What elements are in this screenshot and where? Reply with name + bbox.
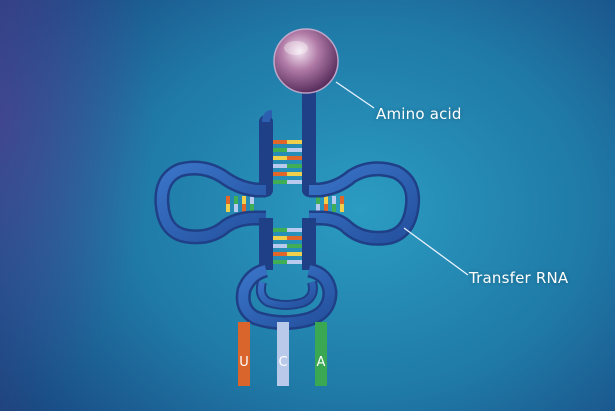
base-pair-rung <box>271 164 287 168</box>
transfer-rna-label: Transfer RNA <box>469 269 569 287</box>
amino-acid-sphere <box>273 28 339 94</box>
base-pair-rung <box>287 172 304 176</box>
base-pair-rung <box>287 252 304 256</box>
base-pair-rung <box>250 196 254 204</box>
base-pair-rung <box>316 196 320 204</box>
anticodon-letter: C <box>278 355 287 370</box>
anticodon-bar <box>277 322 289 386</box>
anticodon-base-a: A <box>315 322 327 386</box>
base-pair-rung <box>271 236 287 240</box>
base-pair-rung <box>340 196 344 204</box>
base-pair-rung <box>242 204 246 212</box>
base-pair-rung <box>271 148 287 152</box>
base-pair-rung <box>287 228 304 232</box>
amino-acid-pointer-line <box>335 81 375 109</box>
base-pair-rung <box>234 196 238 204</box>
anticodon-bar <box>238 322 250 386</box>
base-pair-rung <box>226 204 230 212</box>
base-pair-rung <box>287 164 304 168</box>
base-pair-rung <box>271 228 287 232</box>
base-pair-rung <box>271 252 287 256</box>
base-pair-rung <box>324 204 328 212</box>
base-pair-rung <box>340 204 344 212</box>
amino-acid-label: Amino acid <box>376 105 462 123</box>
base-pair-rung <box>271 260 287 264</box>
anticodon-letter: A <box>317 355 326 370</box>
base-pair-rung <box>287 180 304 184</box>
base-pair-rung <box>242 196 246 204</box>
base-pair-rung <box>250 204 254 212</box>
base-pair-rung <box>271 140 287 144</box>
transfer-rna-pointer-line <box>403 227 469 276</box>
base-pair-rung <box>287 156 304 160</box>
anticodon-letter: U <box>239 355 249 370</box>
anticodon-base-u: U <box>238 322 250 386</box>
base-pair-rung <box>271 180 287 184</box>
anticodon-bar <box>315 322 327 386</box>
base-pair-rung <box>234 204 238 212</box>
anticodon-base-c: C <box>277 322 289 386</box>
base-pair-rung <box>324 196 328 204</box>
base-pair-rungs <box>226 140 344 264</box>
base-pair-rung <box>226 196 230 204</box>
base-pair-rung <box>332 196 336 204</box>
base-pair-rung <box>287 140 304 144</box>
base-pair-rung <box>287 148 304 152</box>
trna-backbone <box>154 85 421 331</box>
base-pair-rung <box>316 204 320 212</box>
base-pair-rung <box>271 156 287 160</box>
base-pair-rung <box>287 260 304 264</box>
base-pair-rung <box>271 244 287 248</box>
base-pair-rung <box>287 236 304 240</box>
base-pair-rung <box>332 204 336 212</box>
base-pair-rung <box>271 172 287 176</box>
base-pair-rung <box>287 244 304 248</box>
